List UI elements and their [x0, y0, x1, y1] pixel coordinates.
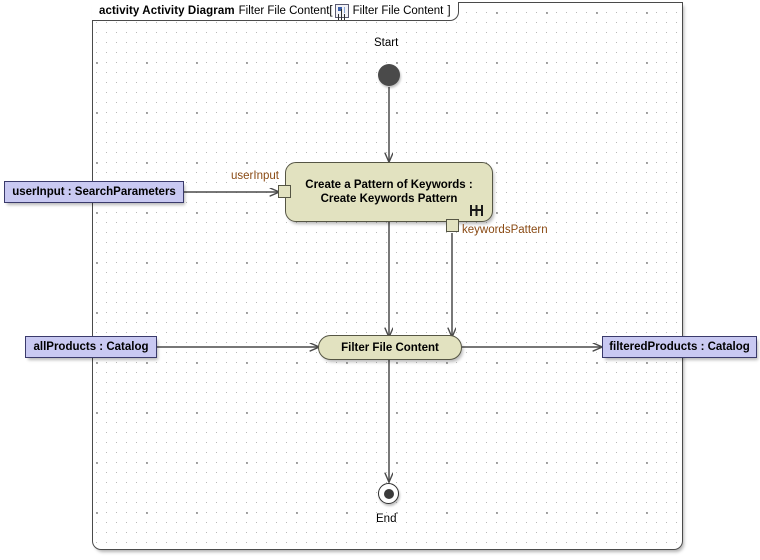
frame-bracket-open: [	[329, 5, 333, 17]
final-node[interactable]	[378, 483, 399, 504]
activity-parameter-filteredproducts-label: filteredProducts : Catalog	[609, 341, 750, 353]
frame-keyword: activity Activity Diagram	[99, 5, 235, 17]
action-filter-file-content[interactable]: Filter File Content	[318, 335, 462, 360]
frame-name: Filter File Content	[238, 5, 330, 17]
frame-tab-name: Filter File Content	[352, 5, 444, 17]
output-pin-keywordspattern[interactable]	[446, 219, 459, 232]
activity-parameter-allproducts-label: allProducts : Catalog	[33, 341, 149, 353]
action-create-keywords-pattern[interactable]: Create a Pattern of Keywords : Create Ke…	[285, 162, 493, 222]
end-label: End	[376, 513, 397, 525]
action-create-keywords-pattern-line2: Create Keywords Pattern	[320, 193, 458, 205]
input-pin-userinput-label: userInput	[231, 170, 279, 182]
frame-title-bar[interactable]: activity Activity Diagram Filter File Co…	[92, 2, 459, 21]
activity-diagram-icon	[334, 4, 349, 18]
activity-parameter-filteredproducts[interactable]: filteredProducts : Catalog	[602, 336, 757, 358]
frame-bracket-close: ]	[447, 5, 451, 17]
action-create-keywords-pattern-line1: Create a Pattern of Keywords :	[305, 179, 473, 191]
start-label: Start	[374, 37, 399, 49]
output-pin-keywordspattern-label: keywordsPattern	[462, 224, 548, 236]
activity-parameter-userinput[interactable]: userInput : SearchParameters	[4, 181, 184, 203]
action-filter-file-content-label: Filter File Content	[341, 341, 439, 354]
activity-parameter-userinput-label: userInput : SearchParameters	[12, 186, 176, 198]
activity-parameter-allproducts[interactable]: allProducts : Catalog	[25, 336, 157, 358]
input-pin-userinput[interactable]	[278, 185, 291, 198]
initial-node[interactable]	[378, 64, 400, 86]
rake-icon	[470, 205, 483, 217]
